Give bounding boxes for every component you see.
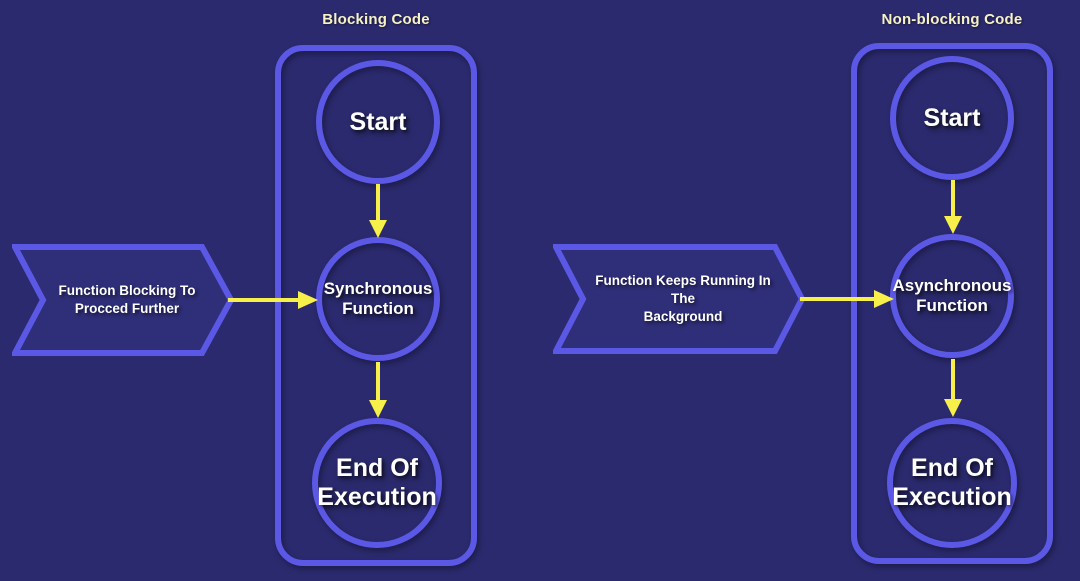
node-blocking-end[interactable]: End Of Execution	[312, 418, 442, 548]
panel-title-blocking: Blocking Code	[322, 11, 430, 28]
node-non-blocking-async-label: Asynchronous Function	[892, 276, 1012, 315]
banner-blocking[interactable]: Function Blocking To Procced Further	[12, 244, 234, 356]
panel-container-blocking	[275, 45, 477, 566]
node-blocking-start-label: Start	[349, 107, 407, 136]
panel-container-non-blocking	[851, 43, 1053, 564]
arrow-non-blocking-async-to-end	[944, 359, 962, 417]
arrow-non-blocking-start-to-async	[944, 180, 962, 234]
arrow-blocking-start-to-sync	[369, 184, 387, 238]
arrow-blocking-sync-to-end	[369, 362, 387, 418]
banner-non-blocking-shape	[553, 244, 805, 354]
banner-blocking-label: Function Blocking To Procced Further	[58, 282, 196, 316]
banner-non-blocking[interactable]: Function Keeps Running In The Background	[553, 244, 805, 354]
node-non-blocking-start-label: Start	[923, 103, 981, 132]
panel-title-non-blocking: Non-blocking Code	[881, 11, 1023, 28]
node-non-blocking-end[interactable]: End Of Execution	[887, 418, 1017, 548]
node-blocking-sync[interactable]: Synchronous Function	[316, 237, 440, 361]
node-non-blocking-start[interactable]: Start	[890, 56, 1014, 180]
arrow-blocking-banner-to-sync	[228, 291, 318, 309]
node-blocking-end-label: End Of Execution	[317, 454, 437, 511]
node-blocking-sync-label: Synchronous Function	[323, 279, 433, 318]
arrow-non-blocking-banner-to-async	[800, 290, 894, 308]
node-non-blocking-async[interactable]: Asynchronous Function	[890, 234, 1014, 358]
node-blocking-start[interactable]: Start	[316, 60, 440, 184]
banner-non-blocking-label: Function Keeps Running In The Background	[595, 272, 771, 325]
node-non-blocking-end-label: End Of Execution	[892, 454, 1012, 511]
banner-blocking-shape	[12, 244, 234, 356]
